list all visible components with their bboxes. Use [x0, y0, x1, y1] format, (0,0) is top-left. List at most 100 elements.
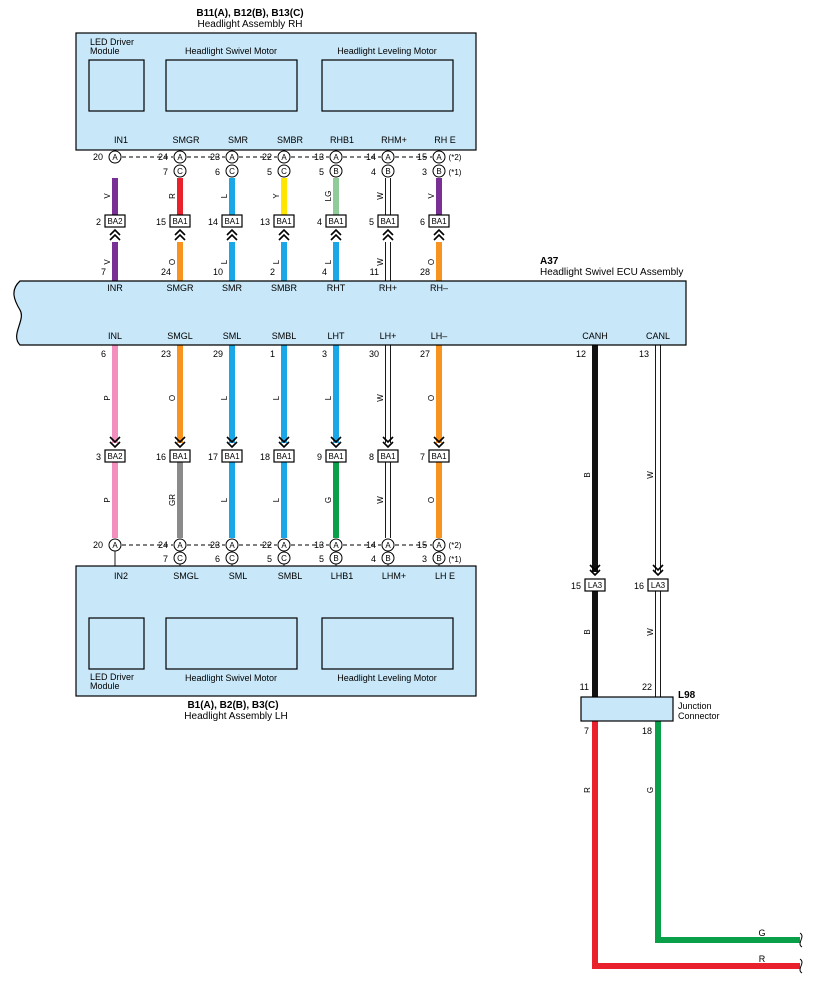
can-outpin-0: 7 — [584, 726, 589, 736]
lh-a-circle-0 — [173, 538, 187, 552]
rh-conn-circle-0-letter: A — [112, 153, 118, 162]
rh-color-label-1: R — [168, 193, 177, 199]
ecu-rh-term-3: SMBR — [271, 283, 298, 293]
lh-led-driver-module — [88, 617, 145, 670]
rh-conn-circle-1 — [173, 164, 187, 178]
lh-led-label-1: LED Driver — [90, 672, 134, 682]
lh-jconn-0 — [104, 449, 126, 463]
rh-conn-circle-5 — [381, 164, 395, 178]
rh-a-circle-4-letter: A — [385, 153, 391, 162]
can-jcpin-0: 11 — [580, 682, 589, 692]
lh-a-circle-0-letter: A — [177, 541, 183, 550]
lh-chevron-3-2 — [278, 436, 290, 444]
lh-a-pin-3: 13 — [314, 540, 324, 550]
lh-ecu-color-label-3: L — [272, 395, 281, 400]
lh-jconn-6-label: BA1 — [431, 452, 447, 461]
rh-jpin-6: 6 — [420, 217, 425, 227]
lh-term-4: LHB1 — [331, 571, 354, 581]
rh-leveling-motor — [321, 59, 454, 112]
can-jpin-1: 16 — [634, 581, 644, 591]
lh-a-circle-2 — [277, 538, 291, 552]
ecu-box — [13, 280, 687, 346]
rh-chevron-2-1 — [226, 228, 238, 236]
rh-a-pin-3: 13 — [314, 152, 324, 162]
can-jpin-0: 15 — [571, 581, 581, 591]
rh-ecupin-0: 7 — [101, 267, 106, 277]
ecu-lh-term-5: LH+ — [380, 331, 397, 341]
rh-jconn-6-label: BA1 — [431, 217, 447, 226]
ecu-lh-term-4: LHT — [327, 331, 345, 341]
lh-pin-3: 5 — [267, 554, 272, 564]
rh-conn-circle-2-letter: C — [229, 167, 235, 176]
lh-ecu-color-label-2: L — [220, 395, 229, 400]
lh-ecupin-0: 6 — [101, 349, 106, 359]
junction-connector-box — [580, 696, 674, 722]
lh-jpin-3: 18 — [260, 452, 270, 462]
lh-jconn-2-label: BA1 — [224, 452, 240, 461]
lh-ecupin-2: 29 — [213, 349, 223, 359]
rh-chevron-6-1 — [433, 228, 445, 236]
lh-jconn-6 — [428, 449, 450, 463]
lh-jconn-4-label: BA1 — [328, 452, 344, 461]
lh-conn-circle-0-letter: A — [112, 541, 118, 550]
lh-pin-0: 20 — [93, 540, 103, 550]
ecu-rh-term-0: INR — [107, 283, 123, 293]
ecu-rh-term-4: RHT — [327, 283, 346, 293]
lh-jpin-0: 3 — [96, 452, 101, 462]
lh-chevron-2-1 — [226, 441, 238, 449]
rh-ecu-color-label-3: L — [272, 259, 281, 264]
rh-a-circle-1-letter: A — [229, 153, 235, 162]
rh-chevron-5-2 — [382, 233, 394, 241]
lh-jconn-5 — [377, 449, 399, 463]
lh-jconn-2 — [221, 449, 243, 463]
lh-jpin-1: 16 — [156, 452, 166, 462]
junction-connector: L98 Junction Connector — [580, 690, 720, 722]
out-red-end-label: R — [759, 954, 766, 964]
lh-jconn-3-label: BA1 — [276, 452, 292, 461]
out-wire-green — [655, 721, 800, 943]
lh-chevron-6-1 — [433, 441, 445, 449]
lh-color-label-2: L — [220, 497, 229, 502]
lh-a-pin-2: 22 — [262, 540, 272, 550]
rh-jpin-1: 15 — [156, 217, 166, 227]
rh-color-label-4: LG — [324, 191, 333, 202]
rh-a-pin-0: 24 — [158, 152, 168, 162]
lh-pin-1: 7 — [163, 554, 168, 564]
rh-swivel-motor — [165, 59, 298, 112]
ecu-can-term-0: CANH — [582, 331, 608, 341]
lh-jconn-4 — [325, 449, 347, 463]
ecu-lh-term-1: SMGL — [167, 331, 193, 341]
rh-color-label-6: V — [427, 193, 436, 199]
lh-a-circle-3-letter: A — [333, 541, 339, 550]
rh-a-circle-0-letter: A — [177, 153, 183, 162]
rh-a-pin-4: 14 — [366, 152, 376, 162]
lh-jconn-0-label: BA2 — [107, 452, 123, 461]
rh-color-label-2: L — [220, 193, 229, 198]
out-wire-red — [592, 721, 800, 969]
rh-a-circle-0 — [173, 150, 187, 164]
lh-jpin-5: 8 — [369, 452, 374, 462]
rh-term-5: RHM+ — [381, 135, 407, 145]
rh-ecupin-5: 11 — [370, 267, 379, 277]
lh-leveling-label: Headlight Leveling Motor — [337, 673, 437, 683]
can-jconn-1-label: LA3 — [651, 581, 666, 590]
rh-color-label-5: W — [376, 192, 385, 200]
rh-chevron-6-2 — [433, 233, 445, 241]
rh-jconn-1-label: BA1 — [172, 217, 188, 226]
rh-ecupin-1: 24 — [161, 267, 171, 277]
lh-a-circle-1 — [225, 538, 239, 552]
rh-term-2: SMR — [228, 135, 249, 145]
rh-jconn-0-label: BA2 — [107, 217, 123, 226]
ecu-rh-term-5: RH+ — [379, 283, 397, 293]
lh-conn-circle-6-letter: B — [436, 554, 441, 563]
rh-color-label-3: Y — [272, 193, 281, 199]
rh-conn-circle-3-letter: C — [281, 167, 287, 176]
can-out-color-label-0: R — [583, 787, 592, 793]
ecu-lh-term-6: LH– — [431, 331, 448, 341]
lh-pin-5: 4 — [371, 554, 376, 564]
rh-term-3: SMBR — [277, 135, 304, 145]
lh-jconn-1 — [169, 449, 191, 463]
rh-pin-6: 3 — [422, 167, 427, 177]
lh-jconn-1-label: BA1 — [172, 452, 188, 461]
